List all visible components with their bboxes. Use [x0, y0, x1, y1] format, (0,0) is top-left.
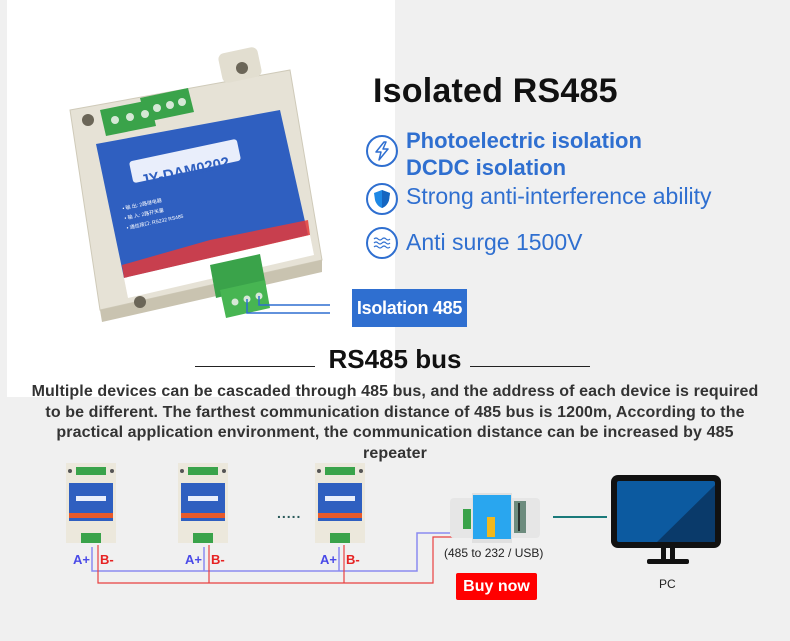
more-devices-ellipsis: .....: [277, 505, 302, 521]
device-2-a-label: A+: [185, 552, 202, 567]
feature-isolation-line-1: Photoelectric isolation: [406, 128, 642, 153]
section-divider-left: [195, 366, 315, 367]
bus-device-1: [66, 463, 116, 543]
wire-a-bus: [91, 532, 468, 572]
bus-device-3: [315, 463, 365, 543]
section-divider-right: [470, 366, 590, 367]
feature-isolation-line-2: DCDC isolation: [406, 155, 567, 180]
feature-anti-interference: Strong anti-interference ability: [406, 183, 712, 209]
waves-icon: [366, 227, 398, 259]
device-3-b-label: B-: [346, 552, 360, 567]
buy-now-button[interactable]: Buy now: [456, 573, 537, 600]
device-1-b-label: B-: [100, 552, 114, 567]
wire-b-bus: [97, 536, 468, 584]
feature-anti-surge: Anti surge 1500V: [406, 229, 583, 255]
shield-icon: [366, 183, 398, 215]
converter-device: [450, 493, 540, 543]
isolation-485-badge: Isolation 485: [352, 289, 467, 327]
pc-label: PC: [659, 577, 676, 591]
page-title: Isolated RS485: [373, 72, 618, 110]
device-1-a-label: A+: [73, 552, 90, 567]
pc-monitor-icon: [611, 475, 721, 564]
device-2-b-label: B-: [211, 552, 225, 567]
device-main-image: JY-DAM0202 • 输 出: 2路继电器 • 输 入: 2路开关量 • 通…: [69, 47, 330, 322]
section-title: RS485 bus: [328, 344, 462, 374]
lightning-icon: [366, 135, 398, 167]
wiring-diagram: [66, 463, 721, 584]
bus-device-2: [178, 463, 228, 543]
device-3-a-label: A+: [320, 552, 337, 567]
converter-caption: (485 to 232 / USB): [444, 546, 544, 560]
section-description: Multiple devices can be cascaded through…: [31, 383, 759, 462]
feature-isolation: Photoelectric isolation DCDC isolation: [406, 127, 642, 181]
